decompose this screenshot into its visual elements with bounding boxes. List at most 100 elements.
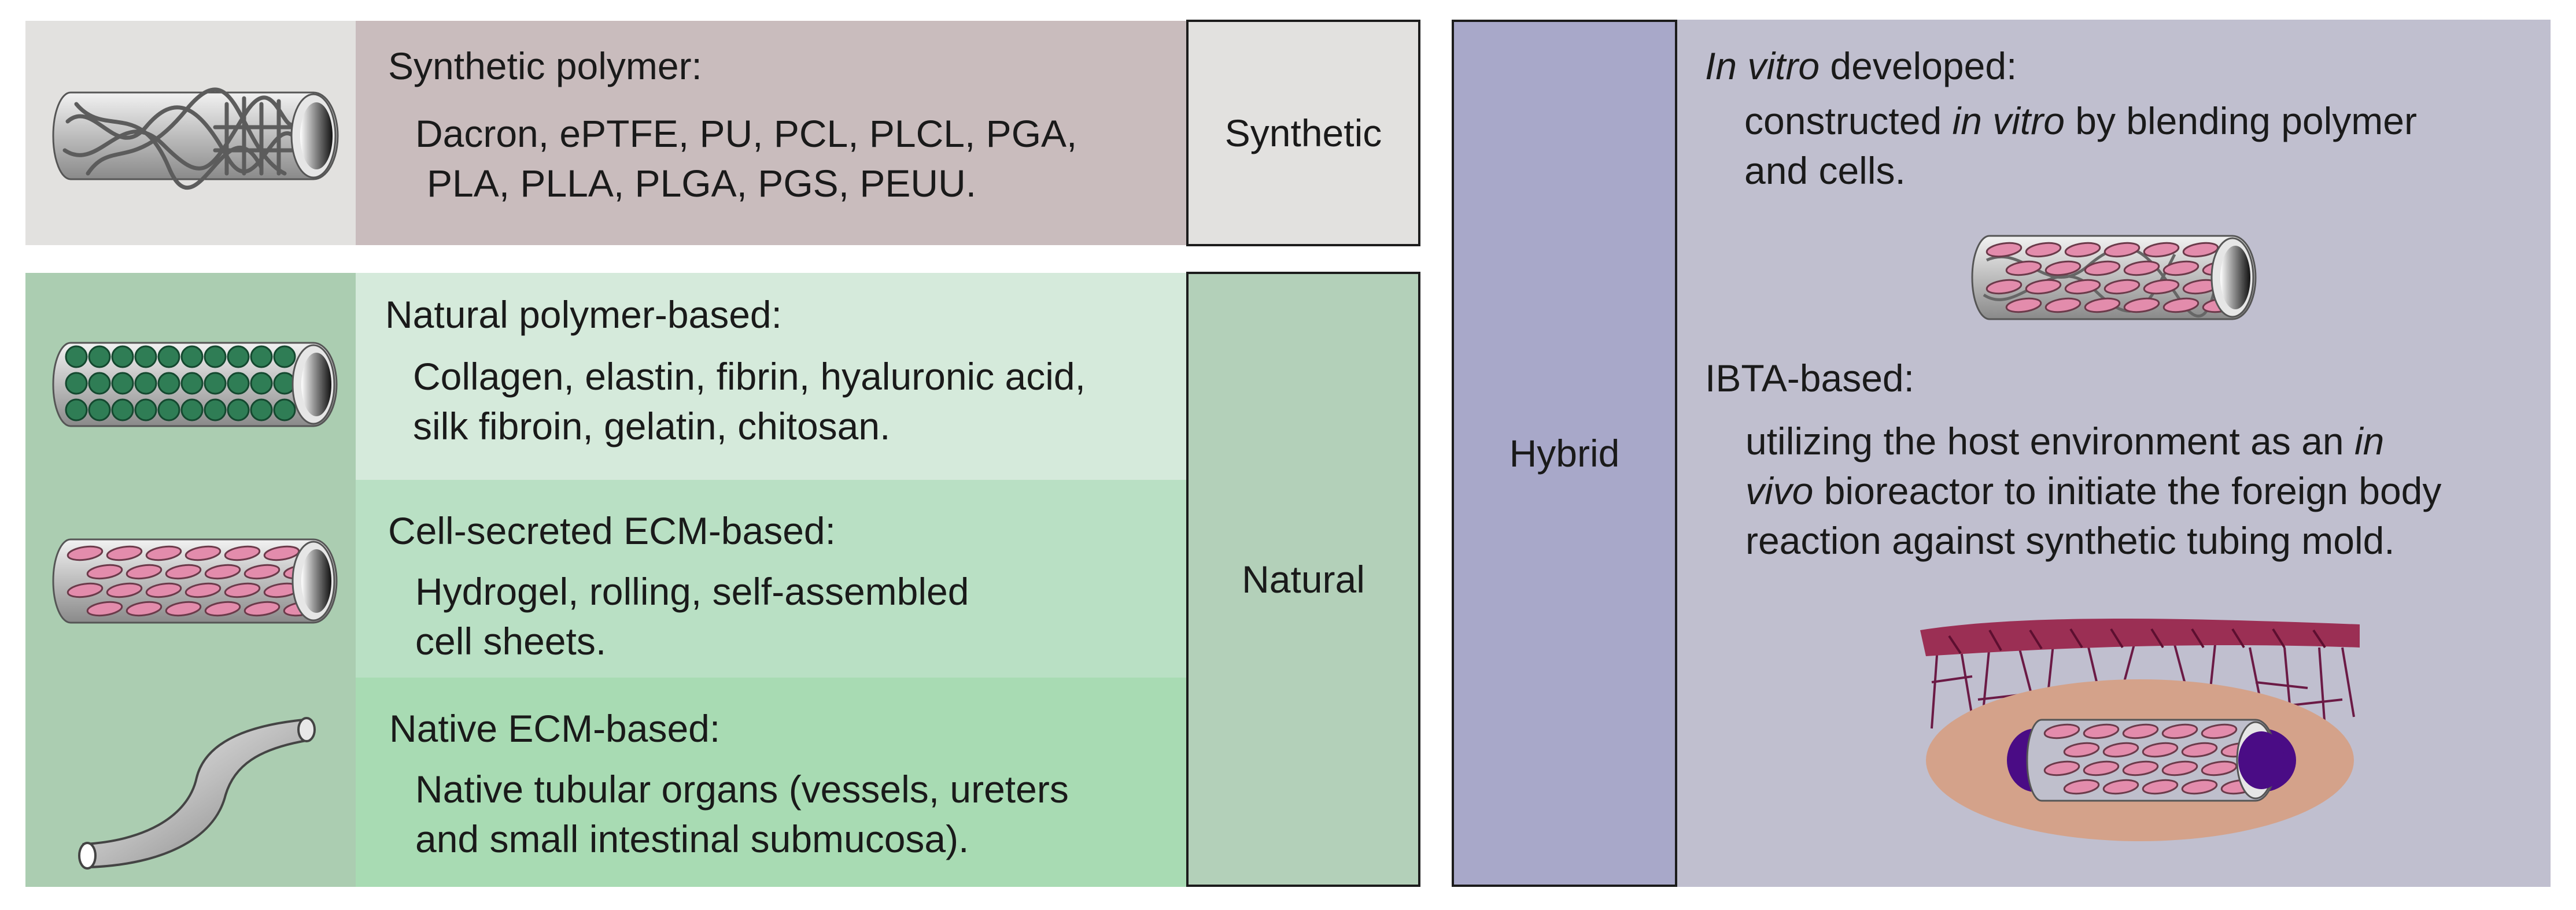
pink-cell <box>2084 297 2121 313</box>
pink-cell <box>2142 742 2179 758</box>
pink-cell <box>2043 723 2080 739</box>
pink-cell <box>2025 279 2062 295</box>
green-sphere <box>250 372 273 395</box>
pink-cell <box>145 582 182 598</box>
green-sphere <box>250 345 273 368</box>
pink-cell <box>2143 242 2180 258</box>
green-sphere <box>134 398 157 421</box>
hybrid-label: Hybrid <box>1452 20 1677 887</box>
pink-cell <box>2161 760 2198 776</box>
pink-cell <box>1985 242 2023 258</box>
pink-cell <box>184 545 222 561</box>
pink-cell <box>145 545 182 561</box>
green-sphere <box>88 345 111 368</box>
ibta-description: utilizing the host environment as an in … <box>1745 416 2441 565</box>
pink-cell <box>224 545 261 561</box>
pink-cell <box>2005 260 2042 276</box>
green-sphere <box>204 372 227 395</box>
pink-cell <box>2103 279 2140 295</box>
in-vitro-line-1: constructed in vitro by blending polymer <box>1744 96 2417 146</box>
green-sphere <box>65 372 88 395</box>
pink-cell <box>204 564 241 580</box>
pink-cell <box>2123 297 2160 313</box>
in-vitro-line-1-italic: in vitro <box>1952 99 2065 142</box>
pink-cell <box>165 564 202 580</box>
pink-cell <box>2181 779 2218 795</box>
green-sphere <box>227 345 250 368</box>
natural-polymer-line-2: silk fibroin, gelatin, chitosan. <box>413 405 891 447</box>
synthetic-label-text: Synthetic <box>1224 112 1382 154</box>
pink-cell <box>2143 279 2180 295</box>
pink-cell <box>86 564 123 580</box>
green-sphere <box>134 345 157 368</box>
pink-cell <box>126 564 163 580</box>
pink-cell <box>2083 760 2120 776</box>
pink-cell <box>243 601 281 617</box>
pink-cell <box>126 601 163 617</box>
green-sphere <box>227 398 250 421</box>
ibta-line-2-italic: vivo <box>1745 469 1814 512</box>
green-sphere <box>111 398 134 421</box>
ibta-line-1: utilizing the host environment as an in <box>1745 416 2441 466</box>
native-ecm-line-2: and small intestinal submucosa). <box>415 817 969 860</box>
synthetic-materials: Dacron, ePTFE, PU, PCL, PLCL, PGA, PLA, … <box>415 109 1077 208</box>
pink-cell <box>243 564 281 580</box>
synthetic-label: Synthetic <box>1186 20 1420 246</box>
in-vitro-tube-icon <box>1971 235 2257 320</box>
pink-cell <box>2123 260 2160 276</box>
hybrid-label-text: Hybrid <box>1509 432 1620 475</box>
in-vitro-line-1-post: by blending polymer <box>2064 99 2417 142</box>
pink-cell <box>2044 260 2082 276</box>
cell-ecm-line-1: Hydrogel, rolling, self-assembled <box>415 570 969 613</box>
ibta-line-3: reaction against synthetic tubing mold. <box>1745 519 2395 562</box>
native-ecm-line-1: Native tubular organs (vessels, ureters <box>415 768 1069 811</box>
native-vessel-icon <box>78 717 316 870</box>
pink-cell <box>2063 779 2100 795</box>
pink-cell <box>165 601 202 617</box>
pink-cell <box>2102 779 2139 795</box>
pink-cell <box>2064 242 2101 258</box>
natural-polymer-tube-icon <box>52 342 338 427</box>
in-vitro-title-italic: In vitro <box>1705 45 1820 87</box>
pink-cell <box>224 582 261 598</box>
ibta-line-2-post: bioreactor to initiate the foreign body <box>1813 469 2442 512</box>
green-sphere <box>204 398 227 421</box>
ibta-title: IBTA-based: <box>1705 357 1914 399</box>
pink-cell <box>2083 723 2120 739</box>
green-sphere <box>157 398 180 421</box>
pink-cell <box>2103 242 2140 258</box>
in-vitro-title: In vitro developed: <box>1705 42 2017 90</box>
green-sphere <box>111 372 134 395</box>
pink-cell <box>2064 279 2101 295</box>
green-sphere <box>250 398 273 421</box>
pink-cell <box>2084 260 2121 276</box>
pink-cell <box>2162 260 2199 276</box>
cell-ecm-materials: Hydrogel, rolling, self-assembled cell s… <box>415 567 969 666</box>
green-sphere <box>65 398 88 421</box>
pink-cell <box>2162 297 2199 313</box>
green-sphere <box>157 372 180 395</box>
pink-cell <box>2063 742 2100 758</box>
green-sphere <box>273 345 296 368</box>
green-sphere <box>180 372 204 395</box>
cell-ecm-tube-icon <box>52 538 338 624</box>
pink-cell <box>2102 742 2139 758</box>
ibta-implant-icon <box>1920 619 2360 841</box>
ibta-line-1-italic: in <box>2354 420 2385 463</box>
synthetic-text-panel <box>356 21 1186 245</box>
pink-cell <box>2142 779 2179 795</box>
pink-cell <box>2025 242 2062 258</box>
green-sphere <box>180 398 204 421</box>
natural-polymer-panel <box>356 273 1186 480</box>
in-vitro-line-1-pre: constructed <box>1744 99 1953 142</box>
green-sphere <box>88 398 111 421</box>
natural-polymer-title: Natural polymer-based: <box>385 293 782 336</box>
natural-label-text: Natural <box>1242 558 1365 601</box>
pink-cell <box>204 601 241 617</box>
green-sphere <box>65 345 88 368</box>
green-sphere <box>88 372 111 395</box>
green-sphere <box>111 345 134 368</box>
synthetic-title: Synthetic polymer: <box>388 45 702 87</box>
in-vitro-description: constructed in vitro by blending polymer… <box>1744 96 2417 195</box>
pink-cell <box>2122 723 2159 739</box>
